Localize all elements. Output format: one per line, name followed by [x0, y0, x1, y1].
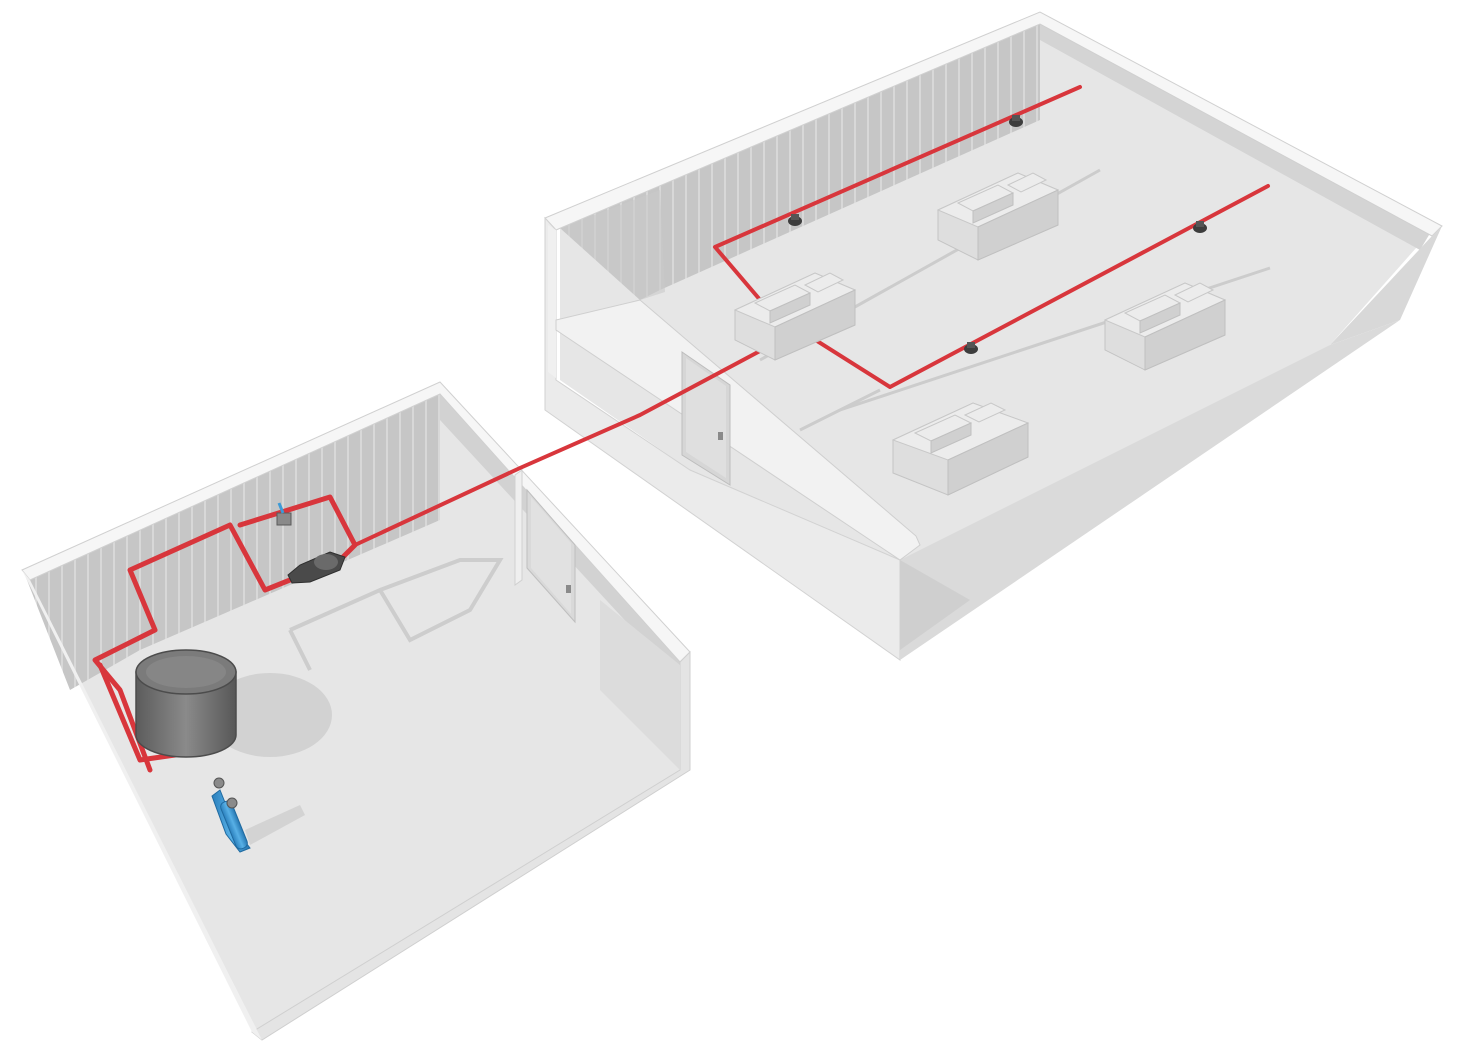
room-right-wall-face [600, 600, 680, 770]
production-hall [544, 11, 1443, 661]
cylinder-shadow [245, 805, 305, 845]
hall-front-wall-face [548, 225, 556, 378]
room-partition [514, 469, 523, 586]
pipe-connector [353, 333, 792, 547]
hall-right-wall [1330, 226, 1442, 345]
cnc-machine-icon[interactable] [936, 172, 1060, 261]
drop-points [788, 115, 1207, 354]
gas-cylinder-icon[interactable] [211, 777, 251, 853]
inline-filter-icon[interactable] [287, 551, 346, 584]
compressor-room [21, 381, 691, 1041]
room-back-wall [25, 388, 440, 690]
drop-point-icon[interactable] [1193, 221, 1207, 233]
hall-back-wall [560, 22, 1040, 300]
cnc-machine-icon[interactable] [733, 272, 857, 361]
room-left-edge [22, 570, 262, 1040]
room-floor-shadows [288, 558, 504, 671]
hall-front-right-wall [900, 320, 1400, 660]
valve-icon[interactable] [276, 502, 292, 526]
hall-front-right-wall-shade [900, 560, 970, 650]
room-door-icon[interactable] [526, 488, 576, 624]
hall-right-wall-inner [1040, 22, 1432, 250]
hall-partition [555, 299, 921, 561]
cnc-machine-icon[interactable] [891, 402, 1030, 496]
cnc-machines [733, 172, 1227, 496]
pipe-room-drop [97, 662, 178, 763]
drop-point-icon[interactable] [1009, 115, 1023, 127]
air-receiver-tank-icon[interactable] [135, 649, 237, 758]
drop-point-icon[interactable] [788, 214, 802, 226]
tank-shadow [208, 673, 332, 757]
hall-back-wall-shade [560, 190, 665, 300]
cnc-machine-icon[interactable] [1103, 282, 1227, 371]
drop-point-icon[interactable] [964, 342, 978, 354]
